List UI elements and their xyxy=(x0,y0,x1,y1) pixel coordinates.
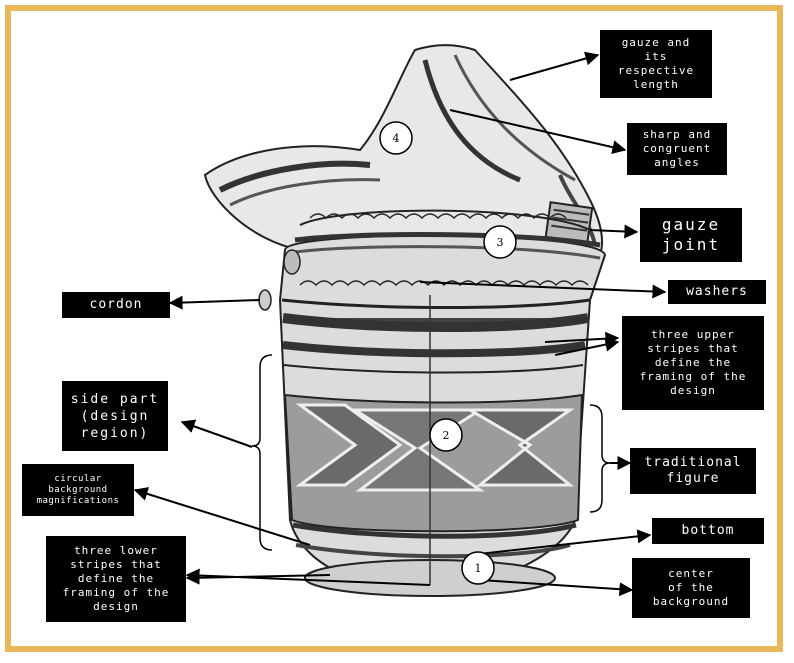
marker-3: 3 xyxy=(483,225,517,259)
marker-4: 4 xyxy=(379,121,413,155)
label-gauze-joint: gauze joint xyxy=(640,208,742,262)
label-traditional-figure: traditional figure xyxy=(630,448,756,494)
svg-text:4: 4 xyxy=(393,132,400,145)
svg-text:3: 3 xyxy=(497,236,504,249)
label-upper-stripes: three upper stripes that define the fram… xyxy=(622,316,764,410)
label-gauze-length: gauze and its respective length xyxy=(600,30,712,98)
arrows xyxy=(133,51,667,597)
label-bottom: bottom xyxy=(652,518,764,544)
traditional-figure-bracket xyxy=(589,404,611,513)
label-center-background: center of the background xyxy=(632,558,750,618)
label-washers: washers xyxy=(668,280,766,304)
label-cordon: cordon xyxy=(62,292,170,318)
marker-2: 2 xyxy=(429,418,463,452)
svg-text:2: 2 xyxy=(443,429,450,442)
label-circular-magnifications: circular background magnifications xyxy=(22,464,134,516)
svg-text:1: 1 xyxy=(475,562,482,575)
label-sharp-angles: sharp and congruent angles xyxy=(627,123,727,175)
label-side-part: side part (design region) xyxy=(62,381,168,451)
bag-body-drawing xyxy=(258,209,607,597)
label-lower-stripes: three lower stripes that define the fram… xyxy=(46,536,186,622)
marker-1: 1 xyxy=(461,551,495,585)
side-part-bracket xyxy=(251,354,273,551)
